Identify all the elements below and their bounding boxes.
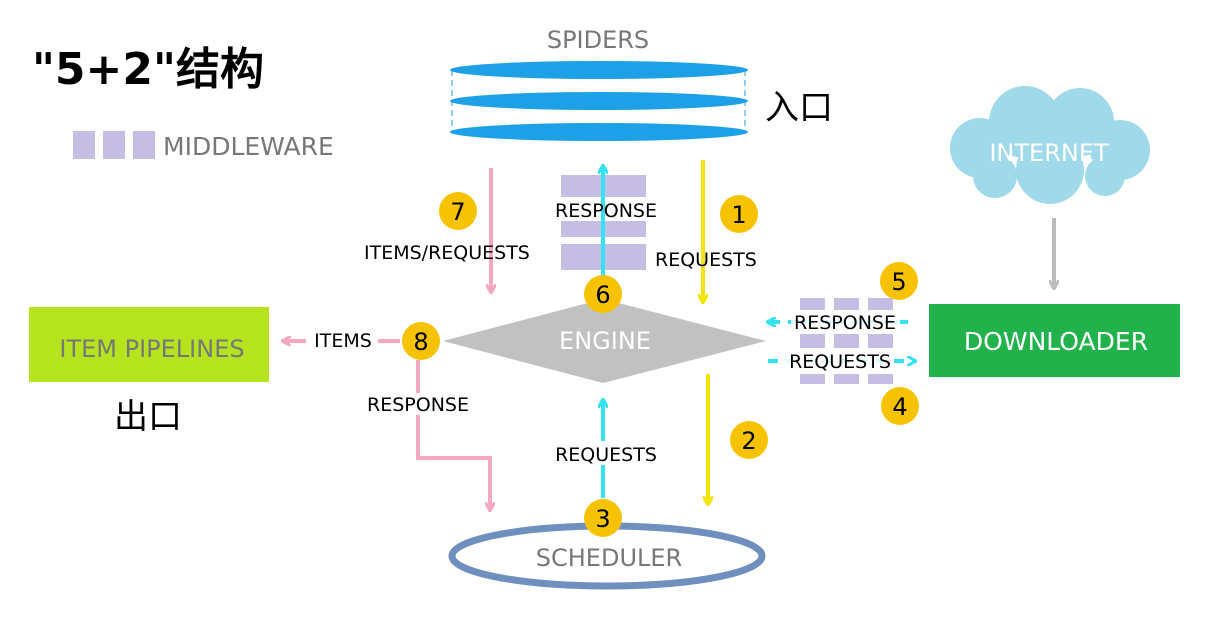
svg-text:6: 6 <box>595 281 610 309</box>
middleware-legend: MIDDLEWARE <box>73 131 334 161</box>
response-up-label: RESPONSE <box>555 200 657 222</box>
engine-label: ENGINE <box>559 327 651 355</box>
svg-text:7: 7 <box>450 198 465 226</box>
downloader-middleware <box>800 298 893 384</box>
step-badge-2: 2 <box>730 421 768 459</box>
step-badge-4: 4 <box>881 387 919 425</box>
spiders-label: SPIDERS <box>547 26 649 54</box>
spider-disk <box>450 123 748 141</box>
cloud-icon <box>950 86 1150 204</box>
svg-text:2: 2 <box>741 427 756 455</box>
items-requests-label: ITEMS/REQUESTS <box>364 242 530 264</box>
response-sched-label: RESPONSE <box>367 394 469 416</box>
legend-swatch <box>133 131 155 159</box>
pipelines-node: ITEM PIPELINES 出口 <box>29 307 269 437</box>
requests-sched-label: REQUESTS <box>555 444 657 466</box>
spider-disk <box>450 61 748 79</box>
svg-text:8: 8 <box>413 328 428 356</box>
internet-node: INTERNET <box>950 86 1150 204</box>
step-badge-3: 3 <box>584 499 622 537</box>
spiders-node: SPIDERS 入口 <box>450 26 833 141</box>
step-badge-8: 8 <box>402 322 440 360</box>
step-badge-5: 5 <box>880 262 918 300</box>
response-to-scheduler-arrow <box>416 360 490 510</box>
spider-disk <box>450 92 748 110</box>
step-badge-1: 1 <box>720 195 758 233</box>
svg-text:4: 4 <box>892 393 907 421</box>
legend-label: MIDDLEWARE <box>163 132 334 161</box>
requests-dl-label: REQUESTS <box>789 351 891 373</box>
svg-text:1: 1 <box>731 201 746 229</box>
step-badge-7: 7 <box>439 192 477 230</box>
scheduler-label: SCHEDULER <box>536 544 682 572</box>
response-dl-label: RESPONSE <box>794 312 896 334</box>
downloader-box <box>929 304 1180 377</box>
legend-swatch <box>73 131 95 159</box>
downloader-node: DOWNLOADER <box>929 304 1180 377</box>
svg-text:3: 3 <box>595 505 610 533</box>
legend-swatch <box>103 131 125 159</box>
engine-node: ENGINE <box>443 299 766 383</box>
step-badge-6: 6 <box>584 275 622 313</box>
engine-diamond <box>443 299 766 383</box>
pipelines-box <box>29 307 269 382</box>
diagram-title: "5+2"结构 <box>32 44 264 95</box>
svg-text:5: 5 <box>891 268 906 296</box>
requests-down-label: REQUESTS <box>655 249 757 271</box>
spiders-entry-note: 入口 <box>765 88 833 128</box>
pipelines-label: ITEM PIPELINES <box>59 335 244 363</box>
downloader-label: DOWNLOADER <box>964 327 1148 356</box>
internet-label: INTERNET <box>989 139 1109 167</box>
pipelines-exit-note: 出口 <box>114 397 182 437</box>
items-label: ITEMS <box>314 330 372 352</box>
